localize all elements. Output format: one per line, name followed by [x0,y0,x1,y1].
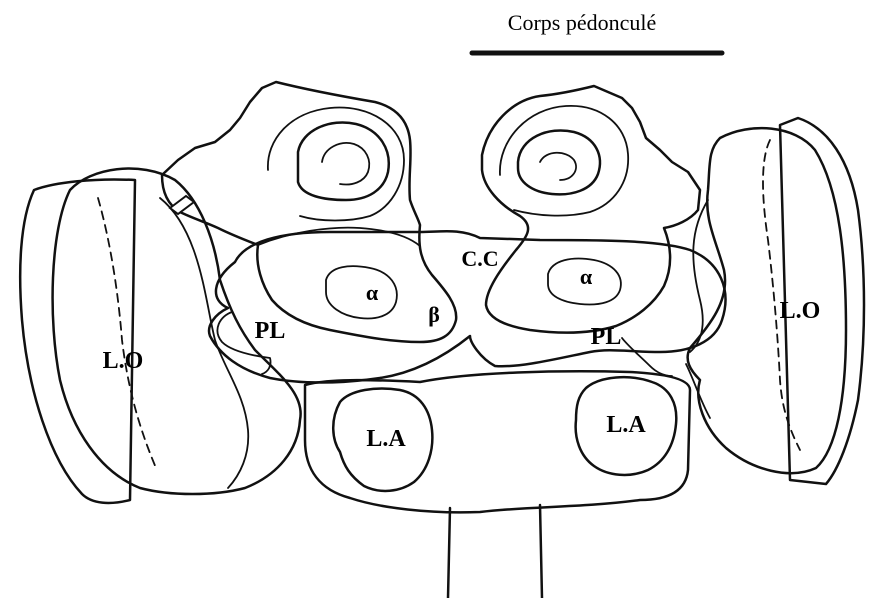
label-antennal-lobe-left: L.A [366,426,406,452]
label-optic-lobe-left: L.O [103,348,144,374]
optic-lobe-right [688,128,846,473]
label-pl-right: PL [591,324,622,350]
optic-lobe-left-dashed [98,198,156,468]
label-antennal-lobe-right: L.A [606,412,646,438]
ventral-nerve-cord [448,505,542,598]
mushroom-body-left-calyx-rim [268,108,404,221]
optic-lobe-left-seam [160,198,248,488]
alpha-lobe-left-outline [326,266,397,318]
mushroom-body-left-calyx-outer [298,122,389,200]
title-corps-pedoncule: Corps pédonculé [508,10,656,35]
mushroom-body-left-calyx-inner [322,143,369,185]
label-alpha-left: α [366,280,379,305]
mushroom-body-left [162,82,456,342]
mushroom-body-right-calyx-inner [540,153,576,180]
right-pl-notch [622,338,672,376]
label-alpha-right: α [580,264,593,289]
mushroom-body-left-lower-seam [258,228,420,246]
optic-lobe-left-outer [20,179,135,502]
label-optic-lobe-right: L.O [780,298,821,324]
label-pl-left: PL [255,318,286,344]
label-beta-left: β [428,302,440,327]
lower-central-body [305,371,690,512]
label-central-complex: C.C [461,246,498,271]
mushroom-body-left-lens [170,196,194,214]
mushroom-body-right-calyx [518,130,600,194]
